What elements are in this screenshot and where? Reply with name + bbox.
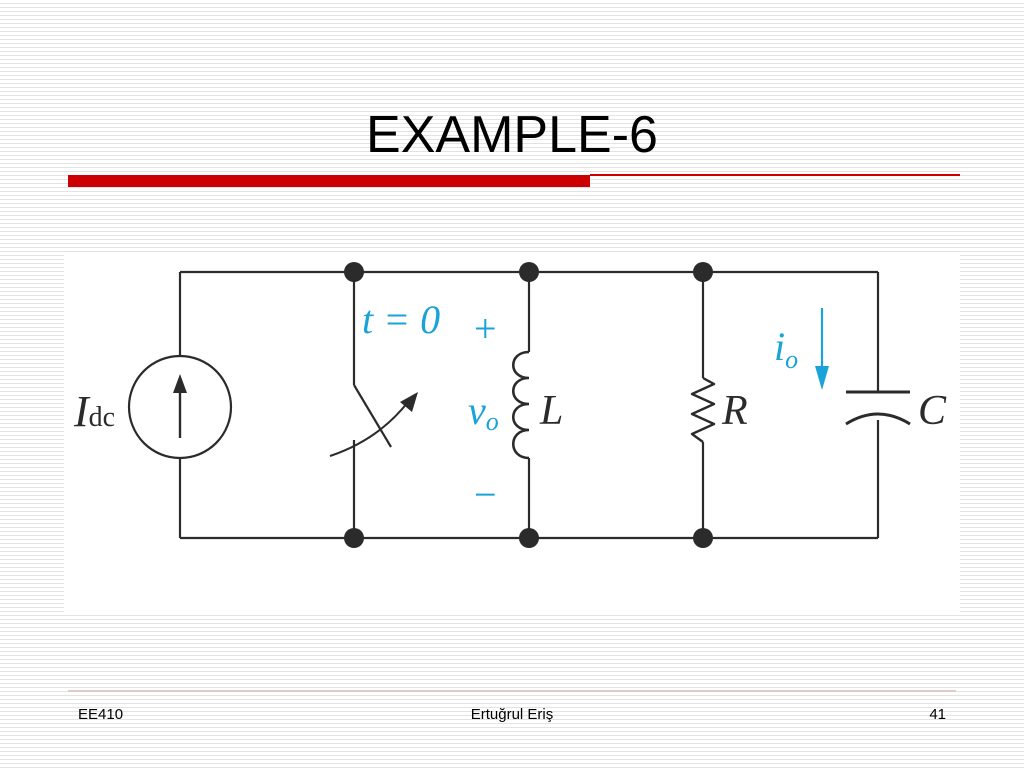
source-circle [127, 354, 233, 460]
node-top-inductor [519, 262, 539, 282]
resistor-label: R [721, 388, 748, 434]
switch-symbol [329, 392, 418, 457]
voltage-minus-sign: − [474, 472, 497, 517]
inductor-coil [512, 350, 530, 460]
current-arrow-head [815, 366, 829, 390]
footer-course-code: EE410 [78, 706, 124, 723]
switch-action-arc [329, 401, 409, 457]
capacitor-bottom-plate [845, 412, 911, 426]
node-bottom-resistor [693, 528, 713, 548]
title-underline-thin [590, 174, 960, 176]
node-bottom-switch [344, 528, 364, 548]
footer-slide-number: 41 [929, 706, 946, 723]
source-label: Idc [73, 387, 115, 436]
footer-divider [68, 690, 956, 692]
switch-time-label: t = 0 [362, 297, 440, 342]
footer-author: Ertuğrul Eriş [470, 706, 554, 723]
switch-action-arrowhead [400, 392, 418, 412]
junction-nodes [344, 262, 713, 548]
voltage-plus-sign: + [474, 306, 497, 351]
current-label: io [774, 324, 798, 374]
capacitor-symbol [845, 390, 911, 426]
circuit-figure-panel [64, 255, 960, 615]
node-top-switch [344, 262, 364, 282]
capacitor-label: C [918, 388, 947, 434]
resistor-zigzag [690, 376, 716, 443]
source-arrow-head [173, 374, 187, 393]
switch-blade [353, 384, 392, 448]
current-source-symbol [127, 354, 233, 460]
node-bottom-inductor [519, 528, 539, 548]
inductor-label: L [539, 388, 563, 434]
node-top-resistor [693, 262, 713, 282]
title-underline-thick [68, 175, 590, 187]
voltage-label: vo [468, 388, 499, 436]
slide-title: EXAMPLE-6 [366, 106, 658, 164]
current-arrow [815, 308, 829, 390]
